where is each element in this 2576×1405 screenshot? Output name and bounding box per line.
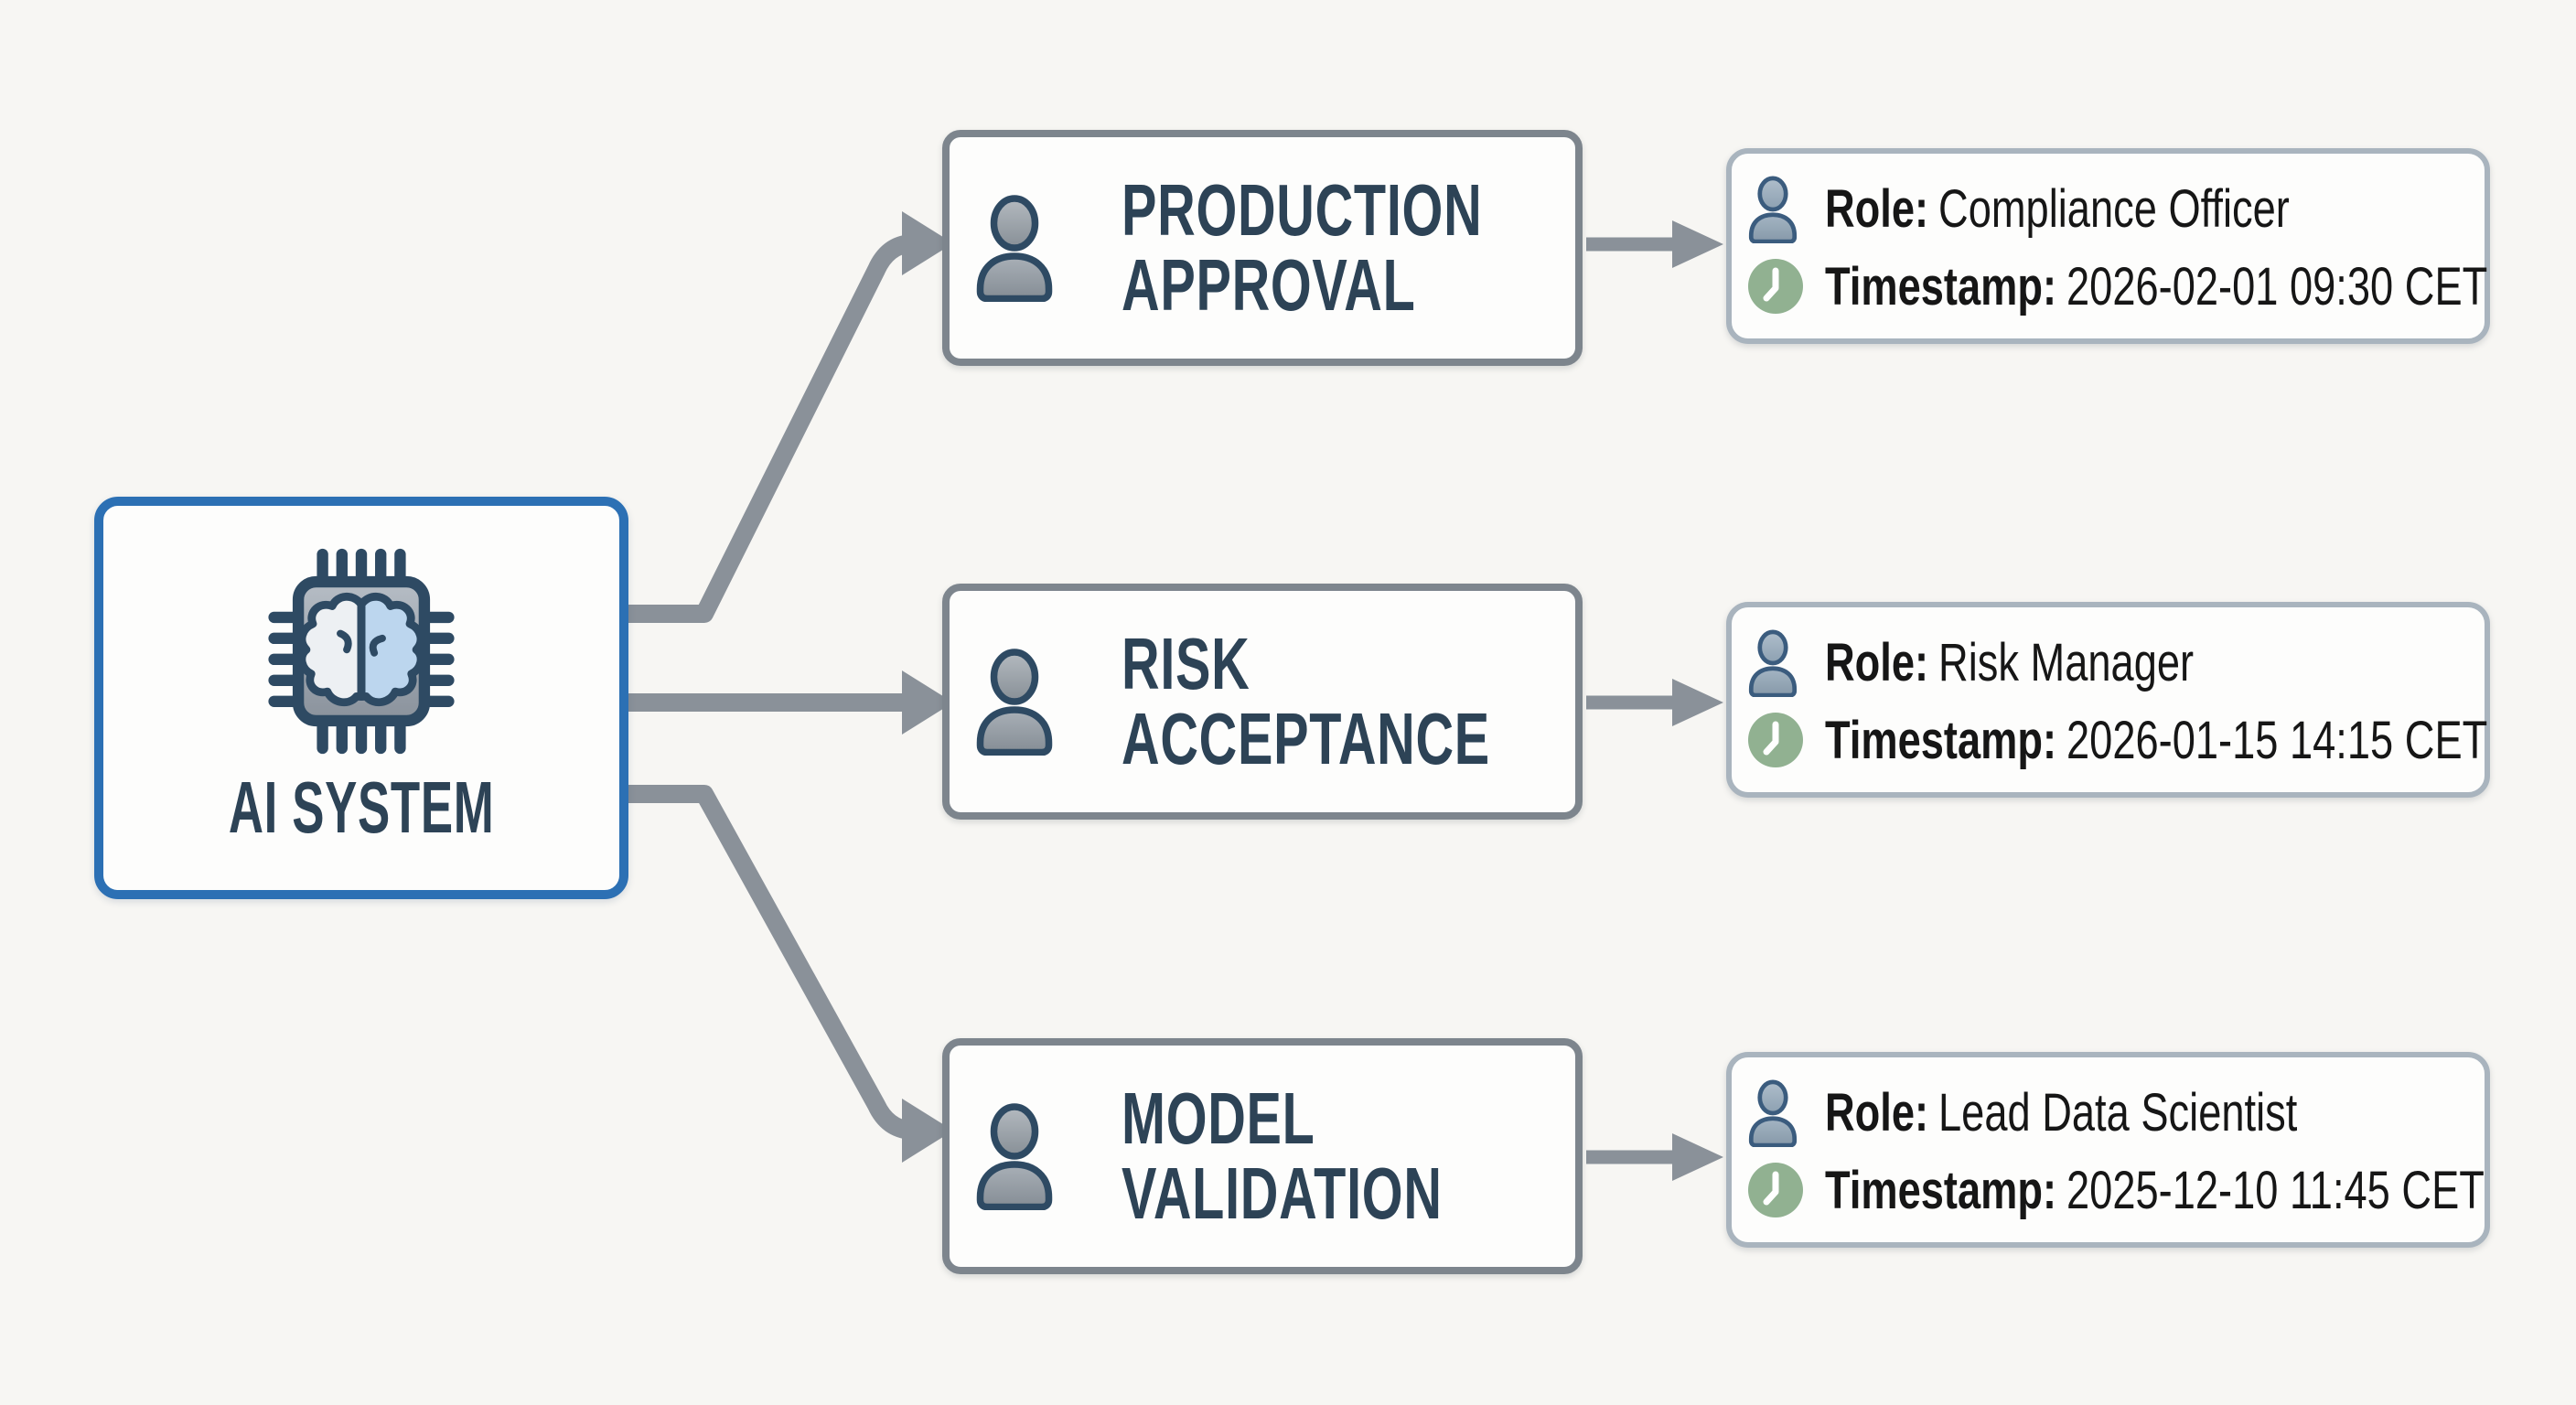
role-row: Role:Lead Data Scientist bbox=[1746, 1079, 2485, 1147]
stage-title-line2: APPROVAL bbox=[1122, 244, 1416, 326]
timestamp-text: Timestamp:2026-01-15 14:15 CET bbox=[1825, 710, 2487, 771]
stage-node-risk-acceptance: RISK ACCEPTANCE bbox=[942, 584, 1583, 820]
timestamp-value: 2026-02-01 09:30 CET bbox=[2066, 256, 2488, 316]
person-icon bbox=[973, 194, 1056, 302]
stage-title-line2: ACCEPTANCE bbox=[1122, 698, 1490, 779]
connector-to-production-approval bbox=[628, 234, 920, 623]
role-label: Role: bbox=[1825, 179, 1929, 239]
timestamp-row: Timestamp:2026-01-15 14:15 CET bbox=[1746, 710, 2487, 771]
person-icon bbox=[1746, 176, 1799, 243]
timestamp-row: Timestamp:2026-02-01 09:30 CET bbox=[1746, 256, 2487, 317]
arrowhead bbox=[902, 211, 953, 275]
connector-to-model-validation bbox=[628, 785, 920, 1140]
role-value: Lead Data Scientist bbox=[1938, 1083, 2298, 1142]
icon-cell bbox=[1746, 257, 1812, 316]
timestamp-label: Timestamp: bbox=[1825, 256, 2057, 316]
role-text: Role:Lead Data Scientist bbox=[1825, 1082, 2297, 1143]
arrowhead bbox=[1672, 679, 1723, 726]
stage-title: RISK ACCEPTANCE bbox=[1122, 627, 1490, 777]
timestamp-row: Timestamp:2025-12-10 11:45 CET bbox=[1746, 1160, 2485, 1221]
role-value: Compliance Officer bbox=[1938, 179, 2290, 239]
role-label: Role: bbox=[1825, 633, 1929, 692]
icon-cell bbox=[1746, 176, 1812, 243]
stage-node-model-validation: MODEL VALIDATION bbox=[942, 1038, 1583, 1274]
stage-title: PRODUCTION APPROVAL bbox=[1122, 173, 1482, 323]
person-icon bbox=[1746, 1079, 1799, 1147]
icon-cell bbox=[1746, 1079, 1812, 1147]
arrowhead bbox=[902, 1099, 953, 1163]
ai-system-node: AI SYSTEM bbox=[94, 497, 628, 899]
ai-system-label: AI SYSTEM bbox=[228, 767, 495, 848]
detail-card-risk-acceptance: Role:Risk Manager Timestamp:2026-01-15 1… bbox=[1726, 602, 2490, 798]
timestamp-value: 2025-12-10 11:45 CET bbox=[2066, 1160, 2485, 1220]
clock-icon bbox=[1746, 257, 1805, 316]
role-row: Role:Risk Manager bbox=[1746, 629, 2485, 697]
stage-title-line1: MODEL bbox=[1122, 1078, 1315, 1159]
timestamp-text: Timestamp:2026-02-01 09:30 CET bbox=[1825, 256, 2487, 317]
person-icon bbox=[1746, 629, 1799, 697]
arrowhead bbox=[902, 670, 953, 735]
icon-cell bbox=[1746, 711, 1812, 769]
stage-node-production-approval: PRODUCTION APPROVAL bbox=[942, 130, 1583, 366]
icon-cell bbox=[1746, 629, 1812, 697]
arrowhead bbox=[1672, 220, 1723, 268]
detail-card-production-approval: Role:Compliance Officer Timestamp:2026-0… bbox=[1726, 148, 2490, 344]
chip-brain-icon bbox=[264, 546, 458, 756]
stage-title-line1: PRODUCTION bbox=[1122, 169, 1483, 251]
person-icon bbox=[973, 648, 1056, 756]
icon-cell bbox=[1746, 1161, 1812, 1219]
role-label: Role: bbox=[1825, 1083, 1929, 1142]
role-text: Role:Risk Manager bbox=[1825, 632, 2194, 693]
stage-title-line2: VALIDATION bbox=[1122, 1153, 1443, 1234]
timestamp-label: Timestamp: bbox=[1825, 710, 2057, 770]
stage-title-line1: RISK bbox=[1122, 623, 1250, 704]
stage-title: MODEL VALIDATION bbox=[1122, 1081, 1443, 1231]
timestamp-value: 2026-01-15 14:15 CET bbox=[2066, 710, 2488, 770]
role-value: Risk Manager bbox=[1938, 633, 2195, 692]
person-icon bbox=[973, 1102, 1056, 1210]
arrowhead bbox=[1672, 1133, 1723, 1181]
detail-card-model-validation: Role:Lead Data Scientist Timestamp:2025-… bbox=[1726, 1052, 2490, 1248]
clock-icon bbox=[1746, 1161, 1805, 1219]
timestamp-text: Timestamp:2025-12-10 11:45 CET bbox=[1825, 1160, 2485, 1221]
role-text: Role:Compliance Officer bbox=[1825, 178, 2290, 240]
clock-icon bbox=[1746, 711, 1805, 769]
role-row: Role:Compliance Officer bbox=[1746, 176, 2485, 243]
timestamp-label: Timestamp: bbox=[1825, 1160, 2057, 1220]
